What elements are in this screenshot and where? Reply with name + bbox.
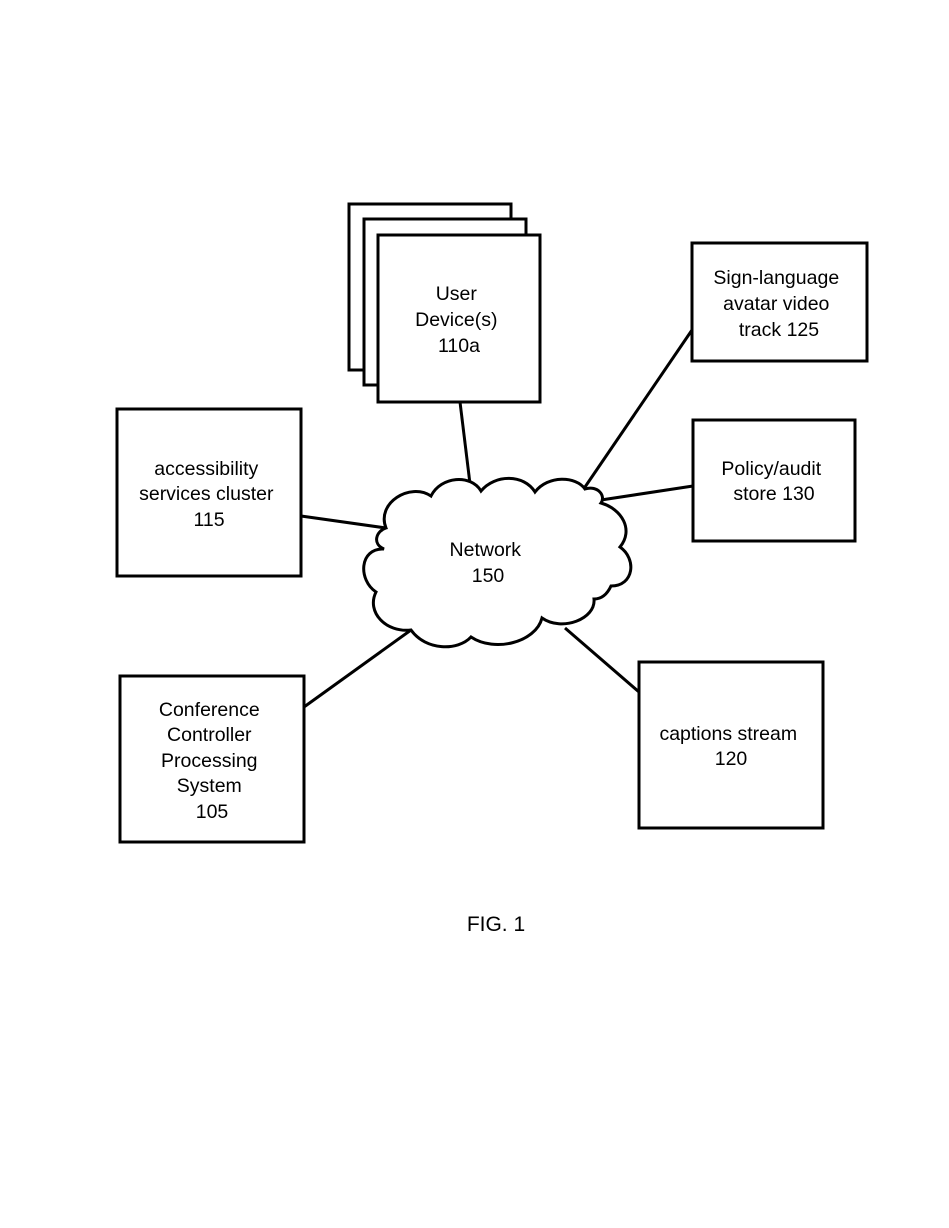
network-label-line: 150 <box>472 565 505 587</box>
policy-box <box>693 420 855 541</box>
policy-node: Policy/audit store 130 <box>693 420 855 541</box>
user-devices-label-line: User <box>436 283 478 305</box>
network-label-line: Network <box>450 539 522 561</box>
connector-avatar-track <box>585 330 692 487</box>
captions-label-line: captions stream <box>659 723 797 745</box>
accessibility-label-line: accessibility <box>154 458 258 480</box>
accessibility-label-line: 115 <box>193 509 224 531</box>
captions-node: captions stream 120 <box>639 662 823 828</box>
connector-captions <box>565 628 639 692</box>
conference-label-line: Controller <box>167 724 252 746</box>
conference-label-line: Conference <box>159 699 260 721</box>
policy-label-line: store 130 <box>733 483 814 505</box>
captions-label-line: 120 <box>715 748 748 770</box>
avatar-track-node: Sign-language avatar video track 125 <box>692 243 867 361</box>
network-cloud <box>364 478 631 646</box>
figure-label: FIG. 1 <box>467 913 525 936</box>
avatar-track-label-line: avatar video <box>723 293 829 315</box>
user-devices-label-line: Device(s) <box>415 309 497 331</box>
user-devices-node: User Device(s) 110a <box>349 204 540 402</box>
accessibility-node: accessibility services cluster 115 <box>117 409 301 576</box>
conference-label-line: System <box>177 775 242 797</box>
avatar-track-label-line: track 125 <box>739 319 819 341</box>
connector-policy <box>601 486 693 500</box>
network-node: Network 150 <box>364 478 631 646</box>
conference-node: Conference Controller Processing System … <box>120 676 304 842</box>
user-devices-label-line: 110a <box>438 335 480 357</box>
captions-box <box>639 662 823 828</box>
accessibility-label-line: services cluster <box>139 483 274 505</box>
policy-label-line: Policy/audit <box>721 458 821 480</box>
avatar-track-label-line: Sign-language <box>713 267 839 289</box>
connector-conference <box>304 630 411 707</box>
connector-accessibility <box>301 516 386 528</box>
conference-label-line: 105 <box>196 801 229 823</box>
conference-label-line: Processing <box>161 750 257 772</box>
